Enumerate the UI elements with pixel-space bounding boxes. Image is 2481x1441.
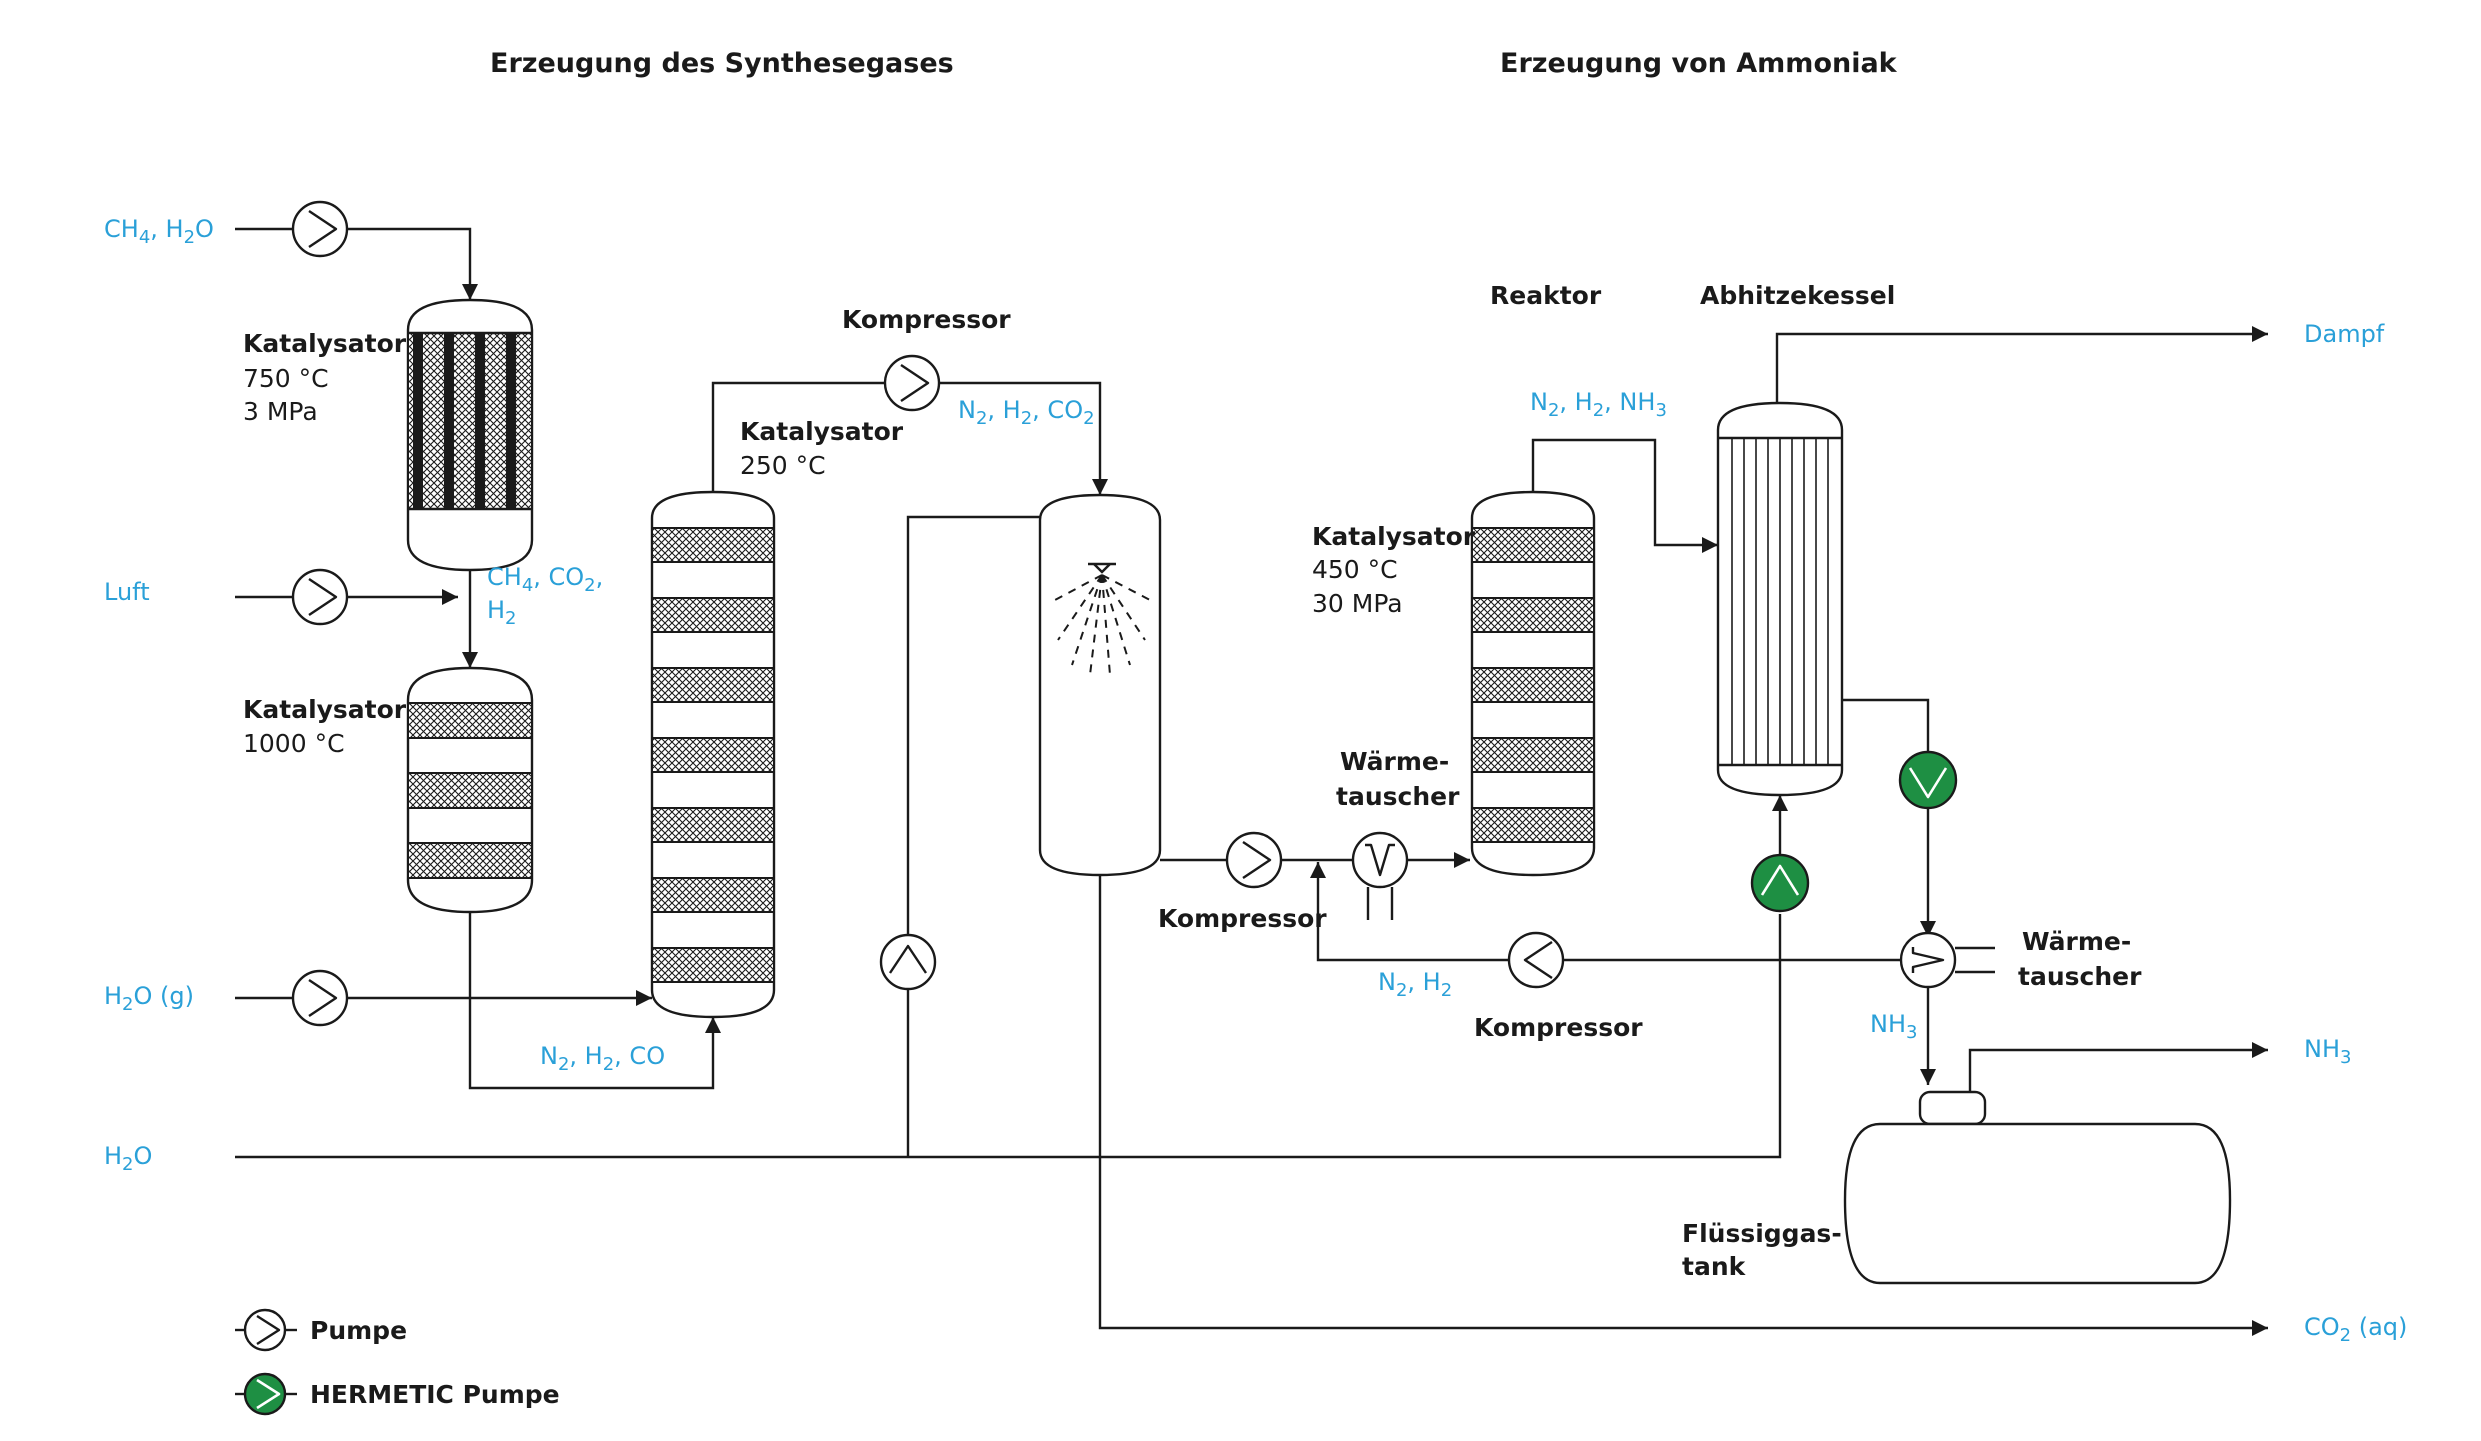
tank-label-l2: tank (1682, 1252, 1747, 1281)
stream-n2-h2-co2-label: N2, H2, CO2 (958, 396, 1095, 429)
legend-hermetic-icon (235, 1372, 297, 1416)
hermetic-pump-boiler-out[interactable] (1898, 750, 1958, 810)
waermetauscher-2-label-l1: Wärme- (2022, 927, 2131, 956)
kompressor-top[interactable] (883, 354, 941, 412)
pipe-h2o-main (235, 914, 1782, 1159)
input-ch4-h2o-label: CH4, H2O (104, 215, 214, 248)
stream-n2-h2-nh3-label: N2, H2, NH3 (1530, 388, 1667, 421)
legend-pumpe-label: Pumpe (310, 1316, 407, 1345)
cat2-temp: 1000 °C (243, 729, 345, 758)
input-h2o-label: H2O (104, 1142, 152, 1175)
pipe-shift-to-kompressor (711, 381, 885, 492)
cat1-title: Katalysator (243, 329, 407, 358)
stream-n2-h2-label: N2, H2 (1378, 968, 1452, 1001)
cat4-title: Katalysator (1312, 522, 1476, 551)
cat3-temp: 250 °C (740, 451, 826, 480)
cat1-temp: 750 °C (243, 364, 329, 393)
reaktor-label: Reaktor (1490, 281, 1602, 310)
cat2-title: Katalysator (243, 695, 407, 724)
kompressor-top-label: Kompressor (842, 305, 1011, 334)
legend: Pumpe HERMETIC Pumpe (235, 1308, 560, 1416)
spray-nozzle (1093, 563, 1111, 574)
waermetauscher-1-label-l1: Wärme- (1340, 747, 1449, 776)
spray-lines (1054, 574, 1151, 676)
cat3-title: Katalysator (740, 417, 904, 446)
kompressor-low[interactable] (1507, 931, 1565, 989)
input-luft-label: Luft (104, 578, 150, 606)
pump-ch4-feed[interactable] (291, 200, 349, 258)
cat4-pressure: 30 MPa (1312, 589, 1403, 618)
pipe-kompressor-to-absorber (939, 381, 1108, 495)
heat-exchanger-2 (1899, 931, 1957, 989)
ammonia-reactor (1470, 490, 1596, 877)
secondary-catalyst-vessel (406, 666, 534, 914)
input-h2og-label: H2O (g) (104, 982, 194, 1015)
wt1-legs (1366, 887, 1394, 920)
waermetauscher-2-label-l2: tauscher (2018, 962, 2142, 991)
waermetauscher-1-label-l2: tauscher (1336, 782, 1460, 811)
shift-catalyst-column (650, 490, 776, 1019)
heading-ammoniak: Erzeugung von Ammoniak (1500, 48, 1898, 79)
output-co2-aq-label: CO2 (aq) (2304, 1313, 2407, 1346)
pipe-cat2-to-shift (468, 912, 721, 1090)
cat4-temp: 450 °C (1312, 555, 1398, 584)
legend-hermetic-label: HERMETIC Pumpe (310, 1380, 560, 1409)
stream-nh3-mid-label: NH3 (1870, 1010, 1917, 1043)
pipe-kompressor-recycle (1310, 862, 1509, 962)
wt2-coolant (1955, 946, 1995, 974)
pump-h2o-branch[interactable] (879, 933, 937, 991)
pipe-boiler-to-hpump (1842, 698, 1930, 753)
legend-pumpe-icon (235, 1308, 297, 1352)
stream-h2-label: H2 (487, 596, 517, 629)
heat-exchanger-1 (1351, 831, 1409, 889)
stream-n2-h2-co-label: N2, H2, CO (540, 1042, 665, 1075)
abhitzekessel-label: Abhitzekessel (1700, 281, 1895, 310)
kompressor-low-label: Kompressor (1474, 1013, 1643, 1042)
pipe-reactor-to-boiler (1531, 438, 1718, 553)
stream-ch4-co2-label: CH4, CO2, (487, 563, 603, 596)
primary-catalyst-vessel (406, 298, 534, 572)
pump-h2og-feed[interactable] (291, 969, 349, 1027)
kompressor-mid[interactable] (1225, 831, 1283, 889)
pipe-absorber-to-co2 (1098, 875, 2268, 1336)
heading-synthesegas: Erzeugung des Synthesegases (490, 48, 954, 79)
pipe-tank-to-nh3 (1968, 1042, 2268, 1092)
pipe-boiler-to-dampf (1775, 326, 2268, 403)
tank-label-l1: Flüssiggas- (1682, 1219, 1842, 1248)
co2-absorber-column (1038, 493, 1162, 877)
liquid-gas-tank (1843, 1090, 2232, 1285)
output-dampf-label: Dampf (2304, 320, 2385, 348)
kompressor-mid-label: Kompressor (1158, 904, 1327, 933)
output-nh3-label: NH3 (2304, 1035, 2351, 1068)
cat1-pressure: 3 MPa (243, 397, 318, 426)
pipe-ch4-to-cat1 (347, 227, 478, 300)
waste-heat-boiler (1716, 401, 1844, 797)
hermetic-pump-boiler-feed[interactable] (1750, 853, 1810, 913)
pump-luft-feed[interactable] (291, 568, 349, 626)
